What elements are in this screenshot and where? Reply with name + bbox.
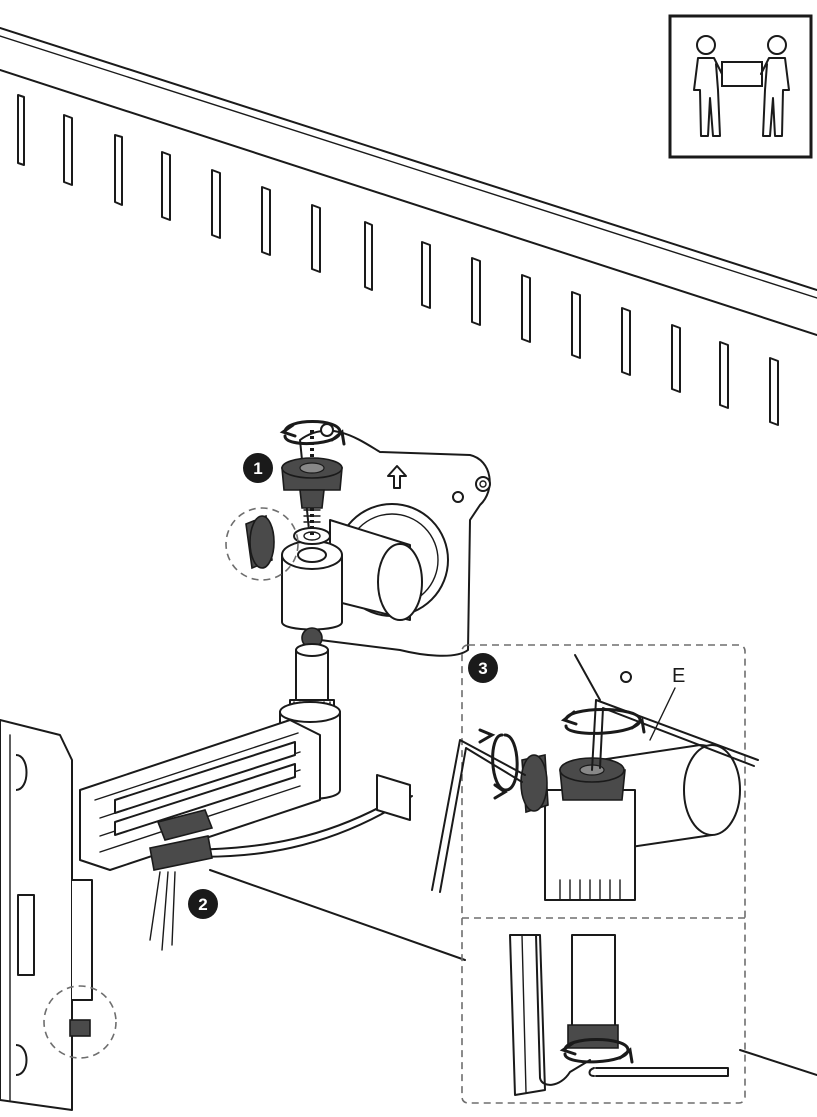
detail-inset: E 3 [431,644,759,1104]
wall-slots [17,94,779,426]
detail-upper [431,654,759,901]
step-1-badge: 1 [243,453,273,483]
tilt-bracket [225,507,423,631]
cable-clip [149,809,214,951]
svg-text:2: 2 [198,895,207,914]
svg-text:1: 1 [253,459,262,478]
wall-panel [0,27,817,1076]
wall-plate [0,719,411,1111]
up-arrow-icon [387,465,407,489]
svg-text:3: 3 [478,659,487,678]
step-3-badge: 3 [468,653,498,683]
top-knob [279,420,346,536]
detail-lower [509,934,729,1096]
two-person-lift-icon [668,14,813,159]
svg-text:E: E [672,665,685,687]
extension-arm [79,719,413,871]
allen-key-callout: E [649,665,685,741]
step-2-badge: 2 [188,889,218,919]
side-tension-knob [245,514,275,570]
